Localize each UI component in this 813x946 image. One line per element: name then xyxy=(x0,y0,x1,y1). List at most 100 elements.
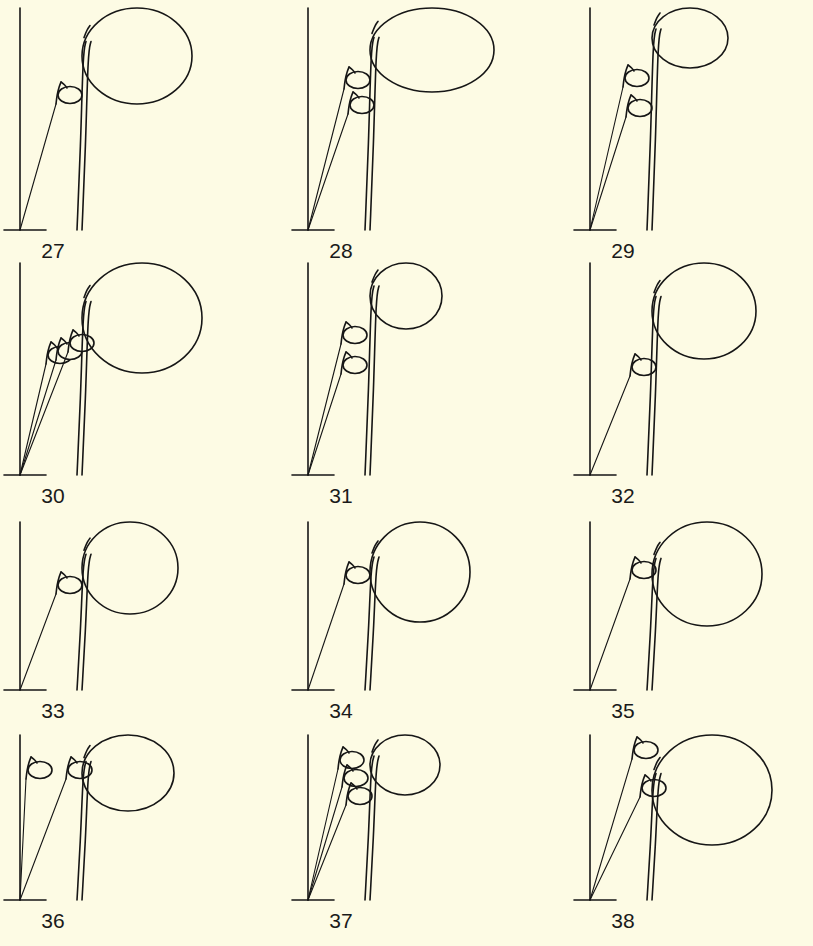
leaf-stalk xyxy=(652,558,661,690)
leaf-stalk xyxy=(77,762,86,900)
leaf-tip xyxy=(338,747,343,769)
leaf-tip xyxy=(640,775,645,797)
small-leaf xyxy=(58,577,82,594)
ground-line xyxy=(4,229,46,231)
leader-stem xyxy=(308,584,344,690)
support-stick xyxy=(19,263,21,475)
leader-stem xyxy=(590,376,630,475)
leader-stem xyxy=(590,87,623,230)
leaf-stalk xyxy=(82,554,91,690)
small-leaf xyxy=(28,762,52,779)
stipule xyxy=(84,746,90,758)
leaf-tip xyxy=(626,95,631,117)
large-leaf xyxy=(82,735,174,811)
leaf-tip xyxy=(341,322,346,344)
leaf-stalk xyxy=(77,302,86,476)
figure-number: 29 xyxy=(611,240,634,261)
seedling-panel xyxy=(574,8,728,230)
stipule xyxy=(654,281,660,293)
seedling-panel xyxy=(292,522,470,690)
leaf-stalk xyxy=(370,286,379,475)
leaf-tip xyxy=(623,65,628,87)
leaf-tip xyxy=(341,352,346,374)
stipule xyxy=(84,538,90,550)
figure-number: 28 xyxy=(329,240,352,261)
leader-stem xyxy=(20,779,26,900)
stipule xyxy=(654,758,660,770)
figure-number: 36 xyxy=(41,910,64,931)
large-leaf xyxy=(652,8,728,68)
small-leaf xyxy=(346,72,370,89)
large-leaf xyxy=(370,8,494,92)
support-stick xyxy=(19,8,21,230)
stipule xyxy=(654,542,660,554)
small-leaf xyxy=(58,87,82,104)
seedling-panel xyxy=(4,263,202,475)
leaf-tip xyxy=(71,757,77,763)
leader-stem xyxy=(20,360,56,475)
ground-line xyxy=(292,229,334,231)
leaf-tip xyxy=(349,67,355,73)
seedling-panel xyxy=(292,735,440,900)
figure-number: 31 xyxy=(329,485,352,506)
figure-number: 35 xyxy=(611,700,634,721)
support-stick xyxy=(307,8,309,230)
large-leaf xyxy=(82,8,192,104)
leaf-tip xyxy=(61,338,67,344)
support-stick xyxy=(307,735,309,900)
leaf-tip xyxy=(56,82,61,104)
leader-stem xyxy=(590,759,632,900)
ground-line xyxy=(574,474,616,476)
seedling-panel xyxy=(574,263,756,475)
leader-stem xyxy=(308,374,341,475)
leaf-tip xyxy=(637,737,643,743)
ground-line xyxy=(574,899,616,901)
leaf-tip xyxy=(46,342,51,364)
large-leaf xyxy=(652,522,762,626)
leaf-tip xyxy=(630,354,635,376)
large-leaf xyxy=(82,522,178,614)
leaf-tip xyxy=(31,757,37,763)
leaf-tip xyxy=(26,757,31,779)
small-leaf xyxy=(340,752,364,769)
figure-number: 32 xyxy=(611,485,634,506)
seedling-panel xyxy=(574,735,772,900)
small-leaf xyxy=(632,359,656,376)
support-stick xyxy=(307,263,309,475)
figure-number: 27 xyxy=(41,240,64,261)
figure-number: 34 xyxy=(329,700,352,721)
support-stick xyxy=(19,735,21,900)
leaf-tip xyxy=(645,775,651,781)
leaf-stalk xyxy=(365,286,374,475)
leaf-tip xyxy=(346,352,352,358)
leaf-stalk xyxy=(77,554,86,690)
stipule xyxy=(654,13,660,25)
large-leaf xyxy=(652,735,772,845)
seedling-panel xyxy=(292,263,442,475)
leaf-tip xyxy=(631,95,637,101)
leader-stem xyxy=(308,344,341,475)
small-leaf xyxy=(348,788,372,805)
support-stick xyxy=(19,522,21,690)
seedling-panel xyxy=(574,522,762,690)
leaf-stalk xyxy=(365,37,374,230)
leader-stem xyxy=(308,805,346,900)
leaf-tip xyxy=(632,737,637,759)
ground-line xyxy=(4,899,46,901)
leader-stem xyxy=(20,104,56,230)
stipule xyxy=(372,541,378,553)
small-leaf xyxy=(634,742,658,759)
small-leaf xyxy=(343,327,367,344)
stipule xyxy=(84,26,90,38)
leaf-stalk xyxy=(370,756,379,900)
leaf-tip xyxy=(353,92,359,98)
leaf-stalk xyxy=(647,297,656,475)
support-stick xyxy=(589,522,591,690)
small-leaf xyxy=(625,70,649,87)
seedling-panel xyxy=(292,8,494,230)
leader-stem xyxy=(590,117,626,230)
large-leaf xyxy=(82,263,202,373)
support-stick xyxy=(589,735,591,900)
